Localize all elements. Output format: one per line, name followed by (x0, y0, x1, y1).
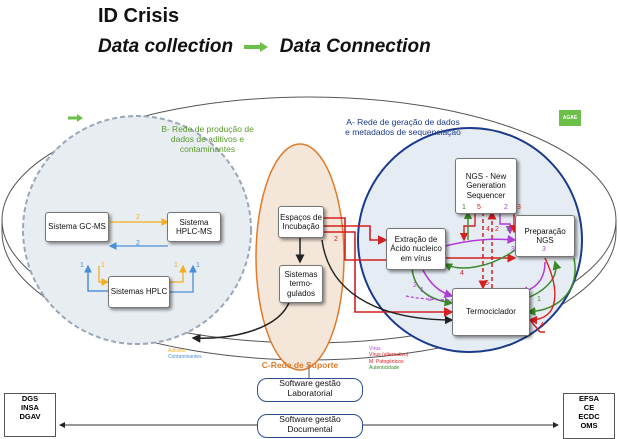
box-hplc: Sistemas HPLC (108, 276, 170, 308)
legend-item: Autenticidade (369, 364, 400, 371)
box-incubacao: Espaços de Incubação (278, 206, 324, 238)
edge-label: 1 (80, 262, 84, 269)
institution-line: EFSA (578, 394, 599, 403)
edge-label: 4 (460, 270, 464, 277)
edge-label: 5 (485, 280, 489, 287)
box-ngs: NGS - New Generation Sequencer (455, 158, 517, 214)
box-hplcms: Sistema HPLC-MS (167, 212, 221, 242)
institution-line: INSA (21, 403, 39, 412)
edge-label: 3 (517, 204, 521, 211)
edge-label: 5 (477, 204, 481, 211)
edge-label: 2 (334, 236, 338, 243)
software-lab: Software gestão Laboratorial (257, 378, 363, 402)
subtitle-left: Data collection (98, 36, 234, 57)
edge-label: 2 (136, 240, 140, 247)
edge-label: 2 (495, 226, 499, 233)
edge-label: 4 (540, 322, 544, 329)
legend-item: Contaminantes (168, 354, 202, 361)
edge-label: 3 (511, 246, 515, 253)
left-institutions: DGS INSA DGAV (4, 393, 56, 437)
edge-label: 1 (537, 296, 541, 303)
institution-line: DGS (21, 394, 39, 403)
group-b-label: B- Rede de produção de dados de aditivos… (161, 124, 254, 155)
group-a-label: A- Rede de geração de dados e metadados … (345, 117, 461, 138)
legend-b: Aditivos Contaminantes (168, 348, 202, 361)
box-gcms: Sistema GC-MS (45, 212, 109, 242)
institution-line: DGAV (19, 412, 41, 421)
box-termoregulados: Sistemas termo-gulados (279, 265, 323, 303)
edge-label: 2 (428, 296, 432, 303)
edge-label: 2 (136, 214, 140, 221)
institution-line: ECDC (578, 412, 600, 421)
edge-label: 2 (504, 204, 508, 211)
box-termociclador: Termociclador (452, 288, 530, 336)
legend-item: Vírus (alternativo) (369, 352, 409, 359)
edge-label: 1 (506, 226, 510, 233)
institution-line: OMS (580, 421, 598, 430)
green-arrow-icon (244, 42, 269, 52)
legend-item: Vírus (369, 346, 381, 352)
software-doc: Software gestão Documental (257, 414, 363, 438)
network-b-circle (22, 115, 252, 345)
institution-line: CE (583, 403, 595, 412)
subtitle-right: Data Connection (279, 36, 431, 57)
edge-label: 1 (174, 262, 178, 269)
edge-label: 4 (486, 226, 490, 233)
box-extracao: Extração de Ácido nucleico em vírus (386, 228, 446, 270)
slide-subtitle: Data collection Data Connection (98, 36, 431, 58)
right-institutions: EFSA CE ECDC OMS (563, 393, 615, 439)
logo-badge: AGAE (559, 110, 581, 126)
edge-label: 1 (196, 262, 200, 269)
legend-item: Aditivos (168, 348, 186, 354)
edge-label: 1 (420, 287, 424, 294)
edge-label: 1 (462, 204, 466, 211)
edge-label: 2 (413, 282, 417, 289)
legend-a: Vírus Vírus (alternativo) M. Patogénicos… (369, 346, 408, 371)
group-c-label: C-Rede de Suporte (261, 360, 339, 370)
edge-label: 3 (542, 246, 546, 253)
legend-item: M. Patogénicos (369, 358, 404, 365)
box-preparacao: Preparação NGS (515, 215, 575, 257)
slide-title: ID Crisis (98, 5, 180, 27)
edge-label: 1 (101, 262, 105, 269)
